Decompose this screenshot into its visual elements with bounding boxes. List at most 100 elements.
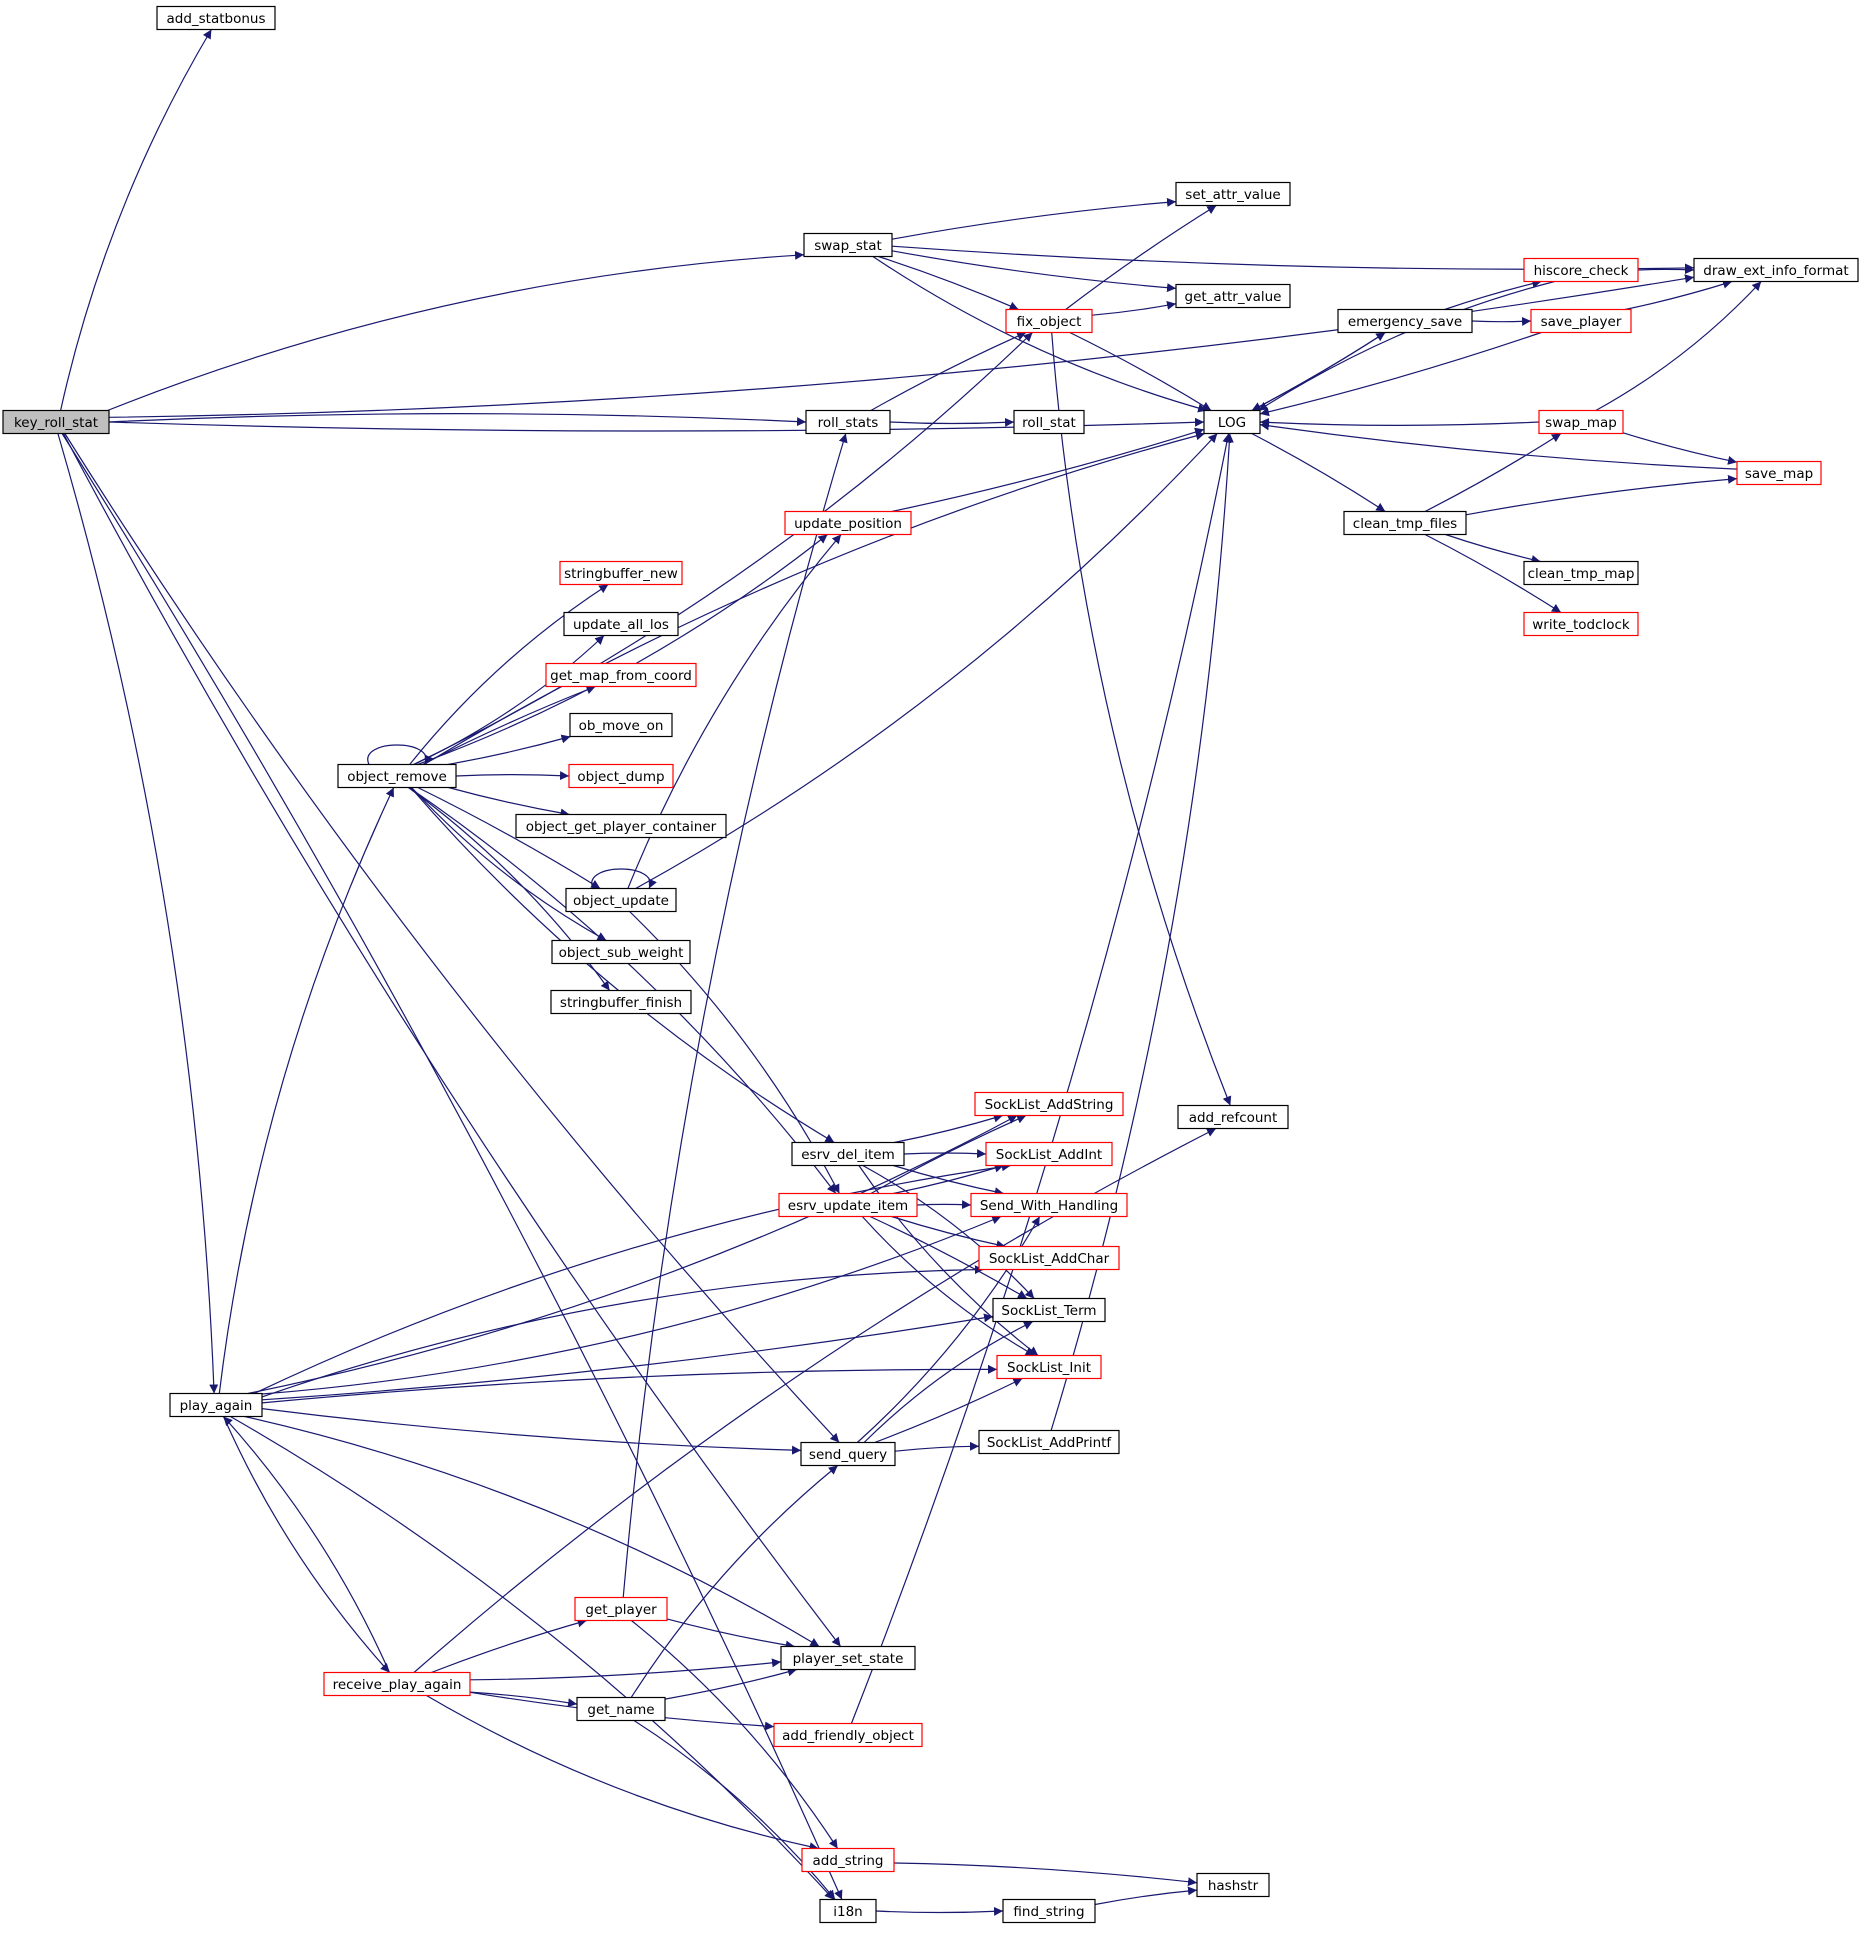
edge-SockList_AddPrintf-to-LOG xyxy=(1050,433,1234,1431)
node-box-Send_With_Handling xyxy=(970,1192,1128,1218)
node-label-hashstr: hashstr xyxy=(1208,1878,1259,1894)
node-object_remove[interactable]: object_remove xyxy=(337,763,457,789)
node-box-esrv_del_item xyxy=(791,1141,905,1167)
node-get_player[interactable]: get_player xyxy=(574,1596,668,1622)
node-object_sub_weight[interactable]: object_sub_weight xyxy=(551,939,691,965)
edge-fix_object-to-set_attr_value xyxy=(1065,204,1217,310)
node-box-draw_ext_info_format xyxy=(1693,257,1859,283)
node-SockList_Init[interactable]: SockList_Init xyxy=(996,1354,1102,1380)
node-get_attr_value[interactable]: get_attr_value xyxy=(1175,283,1291,309)
node-box-roll_stats xyxy=(805,409,891,435)
node-add_string[interactable]: add_string xyxy=(801,1847,895,1873)
edge-esrv_del_item-to-SockList_Term xyxy=(862,1164,1035,1299)
node-object_dump[interactable]: object_dump xyxy=(568,763,674,789)
edge-key_roll_stat-to-play_again xyxy=(57,433,219,1394)
node-SockList_AddString[interactable]: SockList_AddString xyxy=(974,1091,1124,1117)
node-save_map[interactable]: save_map xyxy=(1736,460,1822,486)
node-update_position[interactable]: update_position xyxy=(784,510,912,536)
node-add_statbonus[interactable]: add_statbonus xyxy=(156,5,276,31)
node-fix_object[interactable]: fix_object xyxy=(1005,308,1093,334)
node-label-save_map: save_map xyxy=(1745,466,1813,482)
node-Send_With_Handling[interactable]: Send_With_Handling xyxy=(970,1192,1128,1218)
node-roll_stats[interactable]: roll_stats xyxy=(805,409,891,435)
node-box-swap_stat xyxy=(803,232,893,258)
edge-play_again-to-Send_With_Handling xyxy=(261,1215,1002,1395)
node-SockList_Term[interactable]: SockList_Term xyxy=(992,1297,1106,1323)
edge-swap_map-to-save_map xyxy=(1622,432,1738,465)
node-box-get_map_from_coord xyxy=(545,662,697,688)
node-play_again[interactable]: play_again xyxy=(169,1392,263,1418)
node-SockList_AddPrintf[interactable]: SockList_AddPrintf xyxy=(978,1429,1120,1455)
node-player_set_state[interactable]: player_set_state xyxy=(780,1645,916,1671)
edge-play_again-to-player_set_state xyxy=(244,1415,820,1648)
node-clean_tmp_map[interactable]: clean_tmp_map xyxy=(1523,560,1639,586)
node-stringbuffer_new[interactable]: stringbuffer_new xyxy=(559,560,683,586)
edge-save_map-to-LOG xyxy=(1259,421,1738,470)
node-swap_stat[interactable]: swap_stat xyxy=(803,232,893,258)
edge-fix_object-to-LOG xyxy=(1069,331,1212,412)
edge-play_again-to-send_query xyxy=(261,1408,802,1455)
node-object_get_player_container[interactable]: object_get_player_container xyxy=(515,813,727,839)
node-roll_stat[interactable]: roll_stat xyxy=(1013,409,1085,435)
node-swap_map[interactable]: swap_map xyxy=(1538,409,1624,435)
node-object_update[interactable]: object_update xyxy=(565,887,677,913)
node-draw_ext_info_format[interactable]: draw_ext_info_format xyxy=(1693,257,1859,283)
node-box-save_map xyxy=(1736,460,1822,486)
node-box-clean_tmp_map xyxy=(1523,560,1639,586)
node-send_query[interactable]: send_query xyxy=(800,1441,896,1467)
node-box-get_player xyxy=(574,1596,668,1622)
edge-swap_stat-to-fix_object xyxy=(878,255,1019,311)
node-box-update_all_los xyxy=(563,611,679,637)
node-receive_play_again[interactable]: receive_play_again xyxy=(323,1671,471,1697)
edge-receive_play_again-to-get_player xyxy=(431,1618,587,1674)
node-box-player_set_state xyxy=(780,1645,916,1671)
node-esrv_del_item[interactable]: esrv_del_item xyxy=(791,1141,905,1167)
node-emergency_save[interactable]: emergency_save xyxy=(1337,308,1473,334)
edge-esrv_update_item-to-SockList_AddInt xyxy=(893,1163,1004,1195)
edge-play_again-to-i18n xyxy=(230,1415,835,1900)
node-label-write_todclock: write_todclock xyxy=(1532,617,1630,633)
node-ob_move_on[interactable]: ob_move_on xyxy=(569,712,673,738)
node-esrv_update_item[interactable]: esrv_update_item xyxy=(778,1192,918,1218)
node-get_name[interactable]: get_name xyxy=(576,1696,666,1722)
node-box-key_roll_stat xyxy=(2,409,110,435)
node-get_map_from_coord[interactable]: get_map_from_coord xyxy=(545,662,697,688)
node-hiscore_check[interactable]: hiscore_check xyxy=(1523,257,1639,283)
node-SockList_AddChar[interactable]: SockList_AddChar xyxy=(978,1245,1120,1271)
node-write_todclock[interactable]: write_todclock xyxy=(1523,611,1639,637)
node-label-add_friendly_object: add_friendly_object xyxy=(782,1728,914,1744)
node-label-object_update: object_update xyxy=(573,893,669,909)
node-update_all_los[interactable]: update_all_los xyxy=(563,611,679,637)
node-add_friendly_object[interactable]: add_friendly_object xyxy=(773,1722,923,1748)
edge-fix_object-to-add_refcount xyxy=(1051,332,1232,1106)
node-LOG[interactable]: LOG xyxy=(1203,409,1261,435)
node-find_string[interactable]: find_string xyxy=(1002,1898,1096,1924)
node-box-save_player xyxy=(1530,308,1632,334)
node-set_attr_value[interactable]: set_attr_value xyxy=(1175,181,1291,207)
node-key_roll_stat[interactable]: key_roll_stat xyxy=(2,409,110,435)
edge-send_query-to-SockList_AddPrintf xyxy=(894,1441,980,1452)
node-box-object_update xyxy=(565,887,677,913)
edge-object_remove-to-esrv_update_item xyxy=(408,787,837,1194)
node-label-set_attr_value: set_attr_value xyxy=(1185,187,1280,203)
edge-get_name-to-send_query xyxy=(630,1465,839,1698)
node-stringbuffer_finish[interactable]: stringbuffer_finish xyxy=(550,989,692,1015)
edge-i18n-to-find_string xyxy=(875,1906,1004,1916)
node-i18n[interactable]: i18n xyxy=(819,1898,877,1924)
edge-play_again-to-receive_play_again xyxy=(222,1416,390,1673)
node-clean_tmp_files[interactable]: clean_tmp_files xyxy=(1343,510,1467,536)
edge-swap_map-to-LOG xyxy=(1259,417,1540,427)
node-label-play_again: play_again xyxy=(180,1398,253,1414)
node-box-object_sub_weight xyxy=(551,939,691,965)
edge-add_friendly_object-to-LOG xyxy=(850,433,1232,1724)
edge-LOG-to-clean_tmp_files xyxy=(1251,432,1386,513)
node-add_refcount[interactable]: add_refcount xyxy=(1177,1104,1289,1130)
edge-get_player-to-player_set_state xyxy=(666,1618,795,1650)
edge-object_remove-to-object_remove xyxy=(367,744,433,765)
node-hashstr[interactable]: hashstr xyxy=(1196,1872,1270,1898)
node-label-save_player: save_player xyxy=(1541,314,1622,330)
node-box-SockList_AddPrintf xyxy=(978,1429,1120,1455)
node-SockList_AddInt[interactable]: SockList_AddInt xyxy=(985,1141,1113,1167)
node-save_player[interactable]: save_player xyxy=(1530,308,1632,334)
node-box-roll_stat xyxy=(1013,409,1085,435)
